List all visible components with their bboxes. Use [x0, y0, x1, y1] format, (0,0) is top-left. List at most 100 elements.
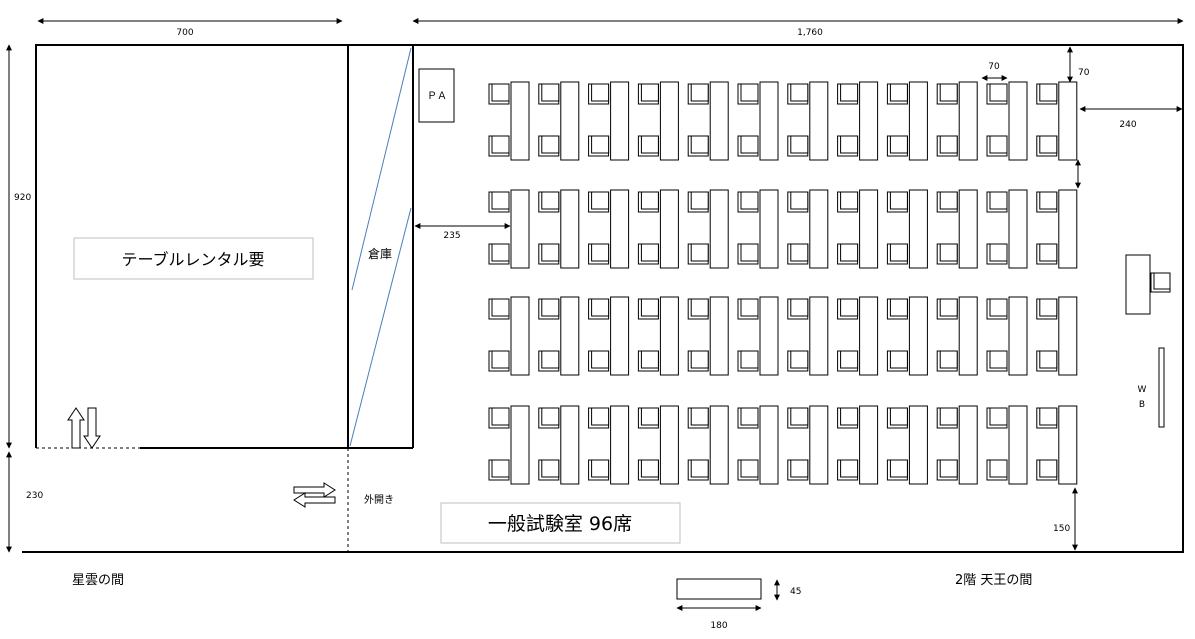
- chair-seat: [541, 243, 560, 262]
- whiteboard: [1158, 347, 1165, 428]
- chair-seat: [840, 243, 859, 262]
- desk: [510, 405, 530, 485]
- pa-box: [418, 68, 455, 123]
- dim-right-gap: 240: [1119, 120, 1136, 130]
- chair-seat: [989, 407, 1008, 426]
- chair-seat: [541, 459, 560, 478]
- desk: [958, 189, 978, 269]
- storage-label: 倉庫: [368, 246, 392, 261]
- chair-seat: [889, 135, 908, 154]
- desk: [709, 296, 729, 376]
- desk: [958, 81, 978, 161]
- chair-seat: [541, 191, 560, 210]
- desk: [1008, 189, 1028, 269]
- desk: [709, 189, 729, 269]
- desk: [1058, 81, 1078, 161]
- chair-seat: [541, 298, 560, 317]
- desk: [859, 296, 879, 376]
- chair-seat: [889, 243, 908, 262]
- chair-seat: [690, 407, 709, 426]
- chair-seat: [591, 298, 610, 317]
- seating-grid: [488, 81, 1078, 485]
- chair-seat: [690, 298, 709, 317]
- up-down-arrows-icon: [67, 407, 101, 449]
- chair-seat: [491, 243, 510, 262]
- chair-seat: [939, 191, 958, 210]
- chair-seat: [939, 83, 958, 102]
- chair-seat: [640, 191, 659, 210]
- desk: [1008, 296, 1028, 376]
- rental-note-box: [73, 237, 314, 280]
- chair-seat: [640, 135, 659, 154]
- desk: [560, 405, 580, 485]
- desk: [659, 189, 679, 269]
- chair-seat: [989, 135, 1008, 154]
- chair-seat: [640, 350, 659, 369]
- chair-seat: [491, 191, 510, 210]
- desk: [859, 81, 879, 161]
- room-name: 一般試験室 96席: [488, 513, 632, 535]
- chair-seat: [690, 83, 709, 102]
- dim-height-920: 920: [14, 193, 31, 203]
- chair-seat: [790, 350, 809, 369]
- desk: [709, 405, 729, 485]
- chair-seat: [889, 83, 908, 102]
- chair-seat: [989, 83, 1008, 102]
- desk: [610, 405, 630, 485]
- chair-seat: [989, 350, 1008, 369]
- desk: [809, 81, 829, 161]
- chair-seat: [889, 459, 908, 478]
- desk: [1008, 81, 1028, 161]
- chair-seat: [1039, 135, 1058, 154]
- dim-table-length: 180: [710, 621, 727, 631]
- chair-seat: [591, 191, 610, 210]
- chair-seat: [889, 350, 908, 369]
- chair-seat: [840, 83, 859, 102]
- chair-seat: [840, 407, 859, 426]
- podium: [1125, 254, 1171, 315]
- chair-seat: [740, 243, 759, 262]
- desk: [958, 296, 978, 376]
- chair-seat: [840, 350, 859, 369]
- desk: [510, 296, 530, 376]
- dim-left-width: 700: [176, 28, 193, 38]
- chair-seat: [591, 350, 610, 369]
- desk: [908, 189, 928, 269]
- chair-seat: [491, 350, 510, 369]
- chair-seat: [591, 407, 610, 426]
- chair-seat: [889, 407, 908, 426]
- chair-seat: [541, 350, 560, 369]
- chair-seat: [690, 135, 709, 154]
- chair-seat: [640, 243, 659, 262]
- chair-seat: [640, 83, 659, 102]
- dimension-labels: 700 1,760 920 230 70 70 240 235 150 180 …: [14, 28, 1137, 631]
- dim-main-width: 1,760: [797, 28, 823, 38]
- chair-seat: [491, 135, 510, 154]
- desk: [1058, 296, 1078, 376]
- dim-seat-spacing: 70: [988, 62, 1000, 72]
- sample-table: [676, 578, 762, 600]
- rental-note: テーブルレンタル要: [121, 250, 264, 269]
- desk: [610, 81, 630, 161]
- chair-seat: [1039, 407, 1058, 426]
- walls: [22, 44, 1184, 553]
- chair-seat: [889, 298, 908, 317]
- chair-seat: [790, 298, 809, 317]
- chair-seat: [541, 407, 560, 426]
- chair-seat: [790, 83, 809, 102]
- desk: [908, 296, 928, 376]
- podium-desk: [1125, 254, 1151, 315]
- chair-seat: [1039, 243, 1058, 262]
- chair-seat: [989, 298, 1008, 317]
- chair-seat: [740, 350, 759, 369]
- room-name-box: [440, 502, 681, 544]
- chair-seat: [591, 135, 610, 154]
- desk: [560, 81, 580, 161]
- chair-seat: [840, 135, 859, 154]
- desk: [759, 81, 779, 161]
- chair-seat: [690, 350, 709, 369]
- desk: [908, 81, 928, 161]
- whiteboard-label-b: B: [1139, 400, 1145, 410]
- chair-seat: [591, 459, 610, 478]
